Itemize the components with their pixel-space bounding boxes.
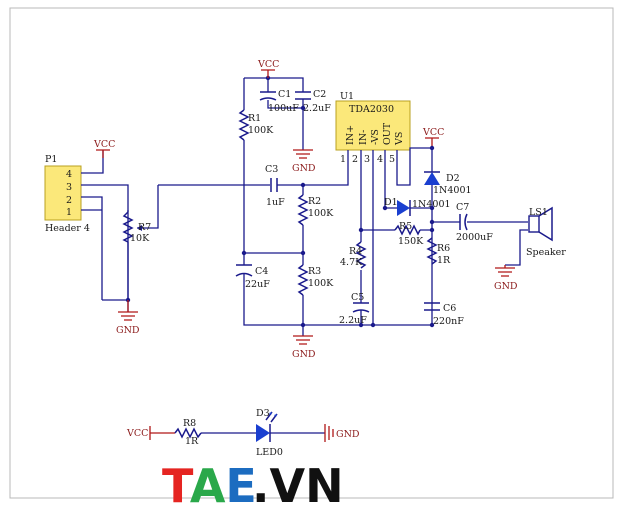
p1-pin-1: 1 <box>66 207 72 218</box>
svg-text:22uF: 22uF <box>245 279 270 290</box>
sheet-border <box>9 7 614 499</box>
svg-text:C5: C5 <box>351 292 364 303</box>
resistor-r6: R6 1R <box>426 237 451 266</box>
vcc-symbol-d2: VCC <box>422 127 444 148</box>
svg-text:TDA2030: TDA2030 <box>349 104 394 115</box>
svg-text:R2: R2 <box>308 196 321 207</box>
p1-pin-4: 4 <box>66 169 72 180</box>
svg-text:GND: GND <box>494 281 518 292</box>
p1-ref: P1 <box>45 154 57 165</box>
gnd-symbol-p1: GND <box>116 300 140 336</box>
p1-name: Header 4 <box>45 223 90 234</box>
svg-text:OUT: OUT <box>382 122 393 145</box>
svg-text:100K: 100K <box>308 278 334 289</box>
svg-text:1R: 1R <box>185 436 199 447</box>
svg-text:2.2uF: 2.2uF <box>303 103 331 114</box>
svg-text:C7: C7 <box>456 202 469 213</box>
diode-d1: D1 1N4001 <box>384 197 451 216</box>
svg-text:1uF: 1uF <box>266 197 285 208</box>
svg-text:VCC: VCC <box>257 59 279 70</box>
svg-text:LED0: LED0 <box>256 447 283 458</box>
svg-text:R3: R3 <box>308 266 321 277</box>
gnd-symbol-main: GND <box>292 335 316 360</box>
svg-text:1: 1 <box>340 154 346 165</box>
vcc-label-led: VCC <box>126 426 175 440</box>
gnd-symbol-speaker: GND <box>494 265 518 292</box>
svg-text:VCC: VCC <box>93 139 115 150</box>
svg-text:VCC: VCC <box>422 127 444 138</box>
svg-text:GND: GND <box>292 349 316 360</box>
svg-text:U1: U1 <box>340 91 354 102</box>
svg-text:10K: 10K <box>130 233 150 244</box>
svg-text:D1: D1 <box>384 197 398 208</box>
svg-text:D2: D2 <box>446 173 460 184</box>
svg-text:-VS: -VS <box>370 129 381 145</box>
svg-text:1R: 1R <box>437 255 451 266</box>
svg-text:Speaker: Speaker <box>526 247 566 258</box>
svg-text:R1: R1 <box>248 113 261 124</box>
capacitor-c6: C6 220nF <box>424 302 464 327</box>
p1-pin-3: 3 <box>66 182 72 193</box>
speaker-ls1: LS1 Speaker <box>526 206 566 258</box>
svg-text:R8: R8 <box>183 418 196 429</box>
logo-vn: .VN <box>252 459 344 513</box>
capacitor-c3: C3 1uF <box>265 164 285 208</box>
svg-text:R5: R5 <box>399 221 412 232</box>
svg-text:1N4001: 1N4001 <box>433 185 472 196</box>
resistor-r3: R3 100K <box>297 264 334 296</box>
resistor-r8: R8 1R <box>174 418 202 447</box>
svg-text:VS: VS <box>394 132 405 146</box>
svg-text:R4: R4 <box>349 246 362 257</box>
gnd-symbol-c2: GND <box>292 149 316 174</box>
svg-text:R6: R6 <box>437 243 450 254</box>
resistor-r4: R4 4.7K <box>340 230 367 290</box>
led-d3: D3 LED0 <box>256 408 283 458</box>
svg-text:150K: 150K <box>398 236 424 247</box>
vcc-symbol-main: VCC <box>257 59 279 78</box>
svg-text:GND: GND <box>116 325 140 336</box>
svg-text:2.2uF: 2.2uF <box>339 315 367 326</box>
svg-text:220nF: 220nF <box>433 316 464 327</box>
svg-text:3: 3 <box>364 154 370 165</box>
svg-text:4: 4 <box>377 154 383 165</box>
svg-text:IN+: IN+ <box>345 125 356 145</box>
resistor-r7: R7 10K <box>122 185 159 300</box>
svg-text:1N4001: 1N4001 <box>412 199 451 210</box>
resistor-r1: R1 100K <box>238 109 274 141</box>
svg-text:2: 2 <box>352 154 358 165</box>
vcc-symbol-p1: VCC <box>93 139 115 158</box>
resistor-r2: R2 100K <box>297 194 334 226</box>
svg-text:R7: R7 <box>138 222 151 233</box>
tae-vn-logo: TAE .VN <box>162 459 344 513</box>
svg-text:100K: 100K <box>308 208 334 219</box>
svg-text:100uF: 100uF <box>268 103 299 114</box>
svg-text:C1: C1 <box>278 89 291 100</box>
svg-text:C2: C2 <box>313 89 326 100</box>
capacitor-c7: C7 2000uF <box>456 202 493 243</box>
svg-text:100K: 100K <box>248 125 274 136</box>
svg-text:D3: D3 <box>256 408 270 419</box>
capacitor-c2: C2 2.2uF <box>295 85 331 150</box>
svg-text:2000uF: 2000uF <box>456 232 493 243</box>
svg-text:C6: C6 <box>443 303 456 314</box>
resistor-r5: R5 150K <box>361 221 432 247</box>
svg-text:GND: GND <box>292 163 316 174</box>
svg-text:C4: C4 <box>255 266 268 277</box>
gnd-symbol-led: GND <box>324 424 360 442</box>
capacitor-c4: C4 22uF <box>235 264 270 290</box>
svg-text:LS1: LS1 <box>529 207 548 218</box>
p1-pin-2: 2 <box>66 195 72 206</box>
svg-text:C3: C3 <box>265 164 278 175</box>
capacitor-c5: C5 2.2uF <box>339 290 374 326</box>
svg-text:VCC: VCC <box>126 428 148 439</box>
svg-text:5: 5 <box>389 154 395 165</box>
logo-tae: TAE <box>162 459 257 513</box>
svg-text:4.7K: 4.7K <box>340 257 363 268</box>
svg-text:IN-: IN- <box>358 130 369 145</box>
capacitor-c1: C1 100uF <box>259 78 303 114</box>
svg-text:GND: GND <box>336 429 360 440</box>
header-p1: P1 4 3 2 1 Header 4 <box>44 154 90 234</box>
